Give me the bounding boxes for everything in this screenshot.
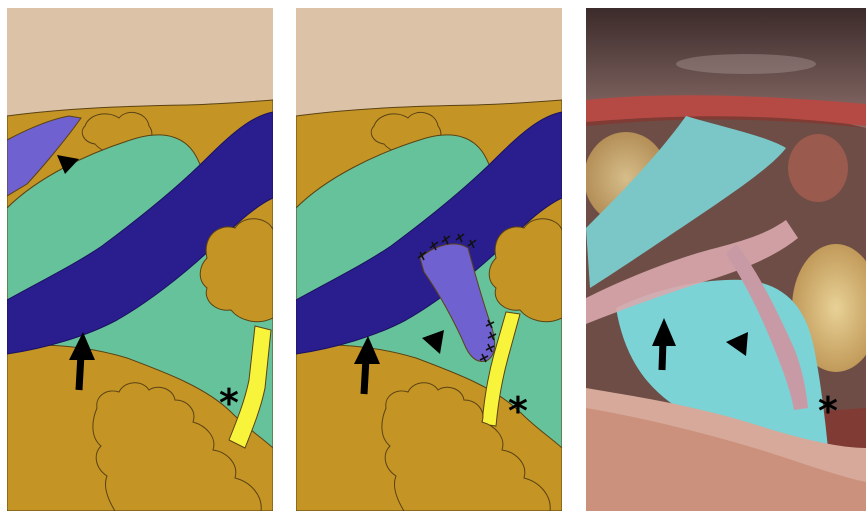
schematic-after-svg: * bbox=[296, 8, 562, 511]
surgical-photo-svg: * bbox=[586, 8, 866, 511]
schematic-after-panel: * bbox=[296, 8, 562, 511]
asterisk-marker: * bbox=[818, 389, 838, 433]
asterisk-marker: * bbox=[219, 381, 239, 425]
schematic-before-svg: * bbox=[7, 8, 273, 511]
surgical-photo-panel: * bbox=[586, 8, 866, 511]
tissue-right-upper bbox=[788, 134, 848, 202]
schematic-before-panel: * bbox=[7, 8, 273, 511]
asterisk-marker: * bbox=[508, 389, 528, 433]
highlight-top bbox=[676, 54, 816, 74]
